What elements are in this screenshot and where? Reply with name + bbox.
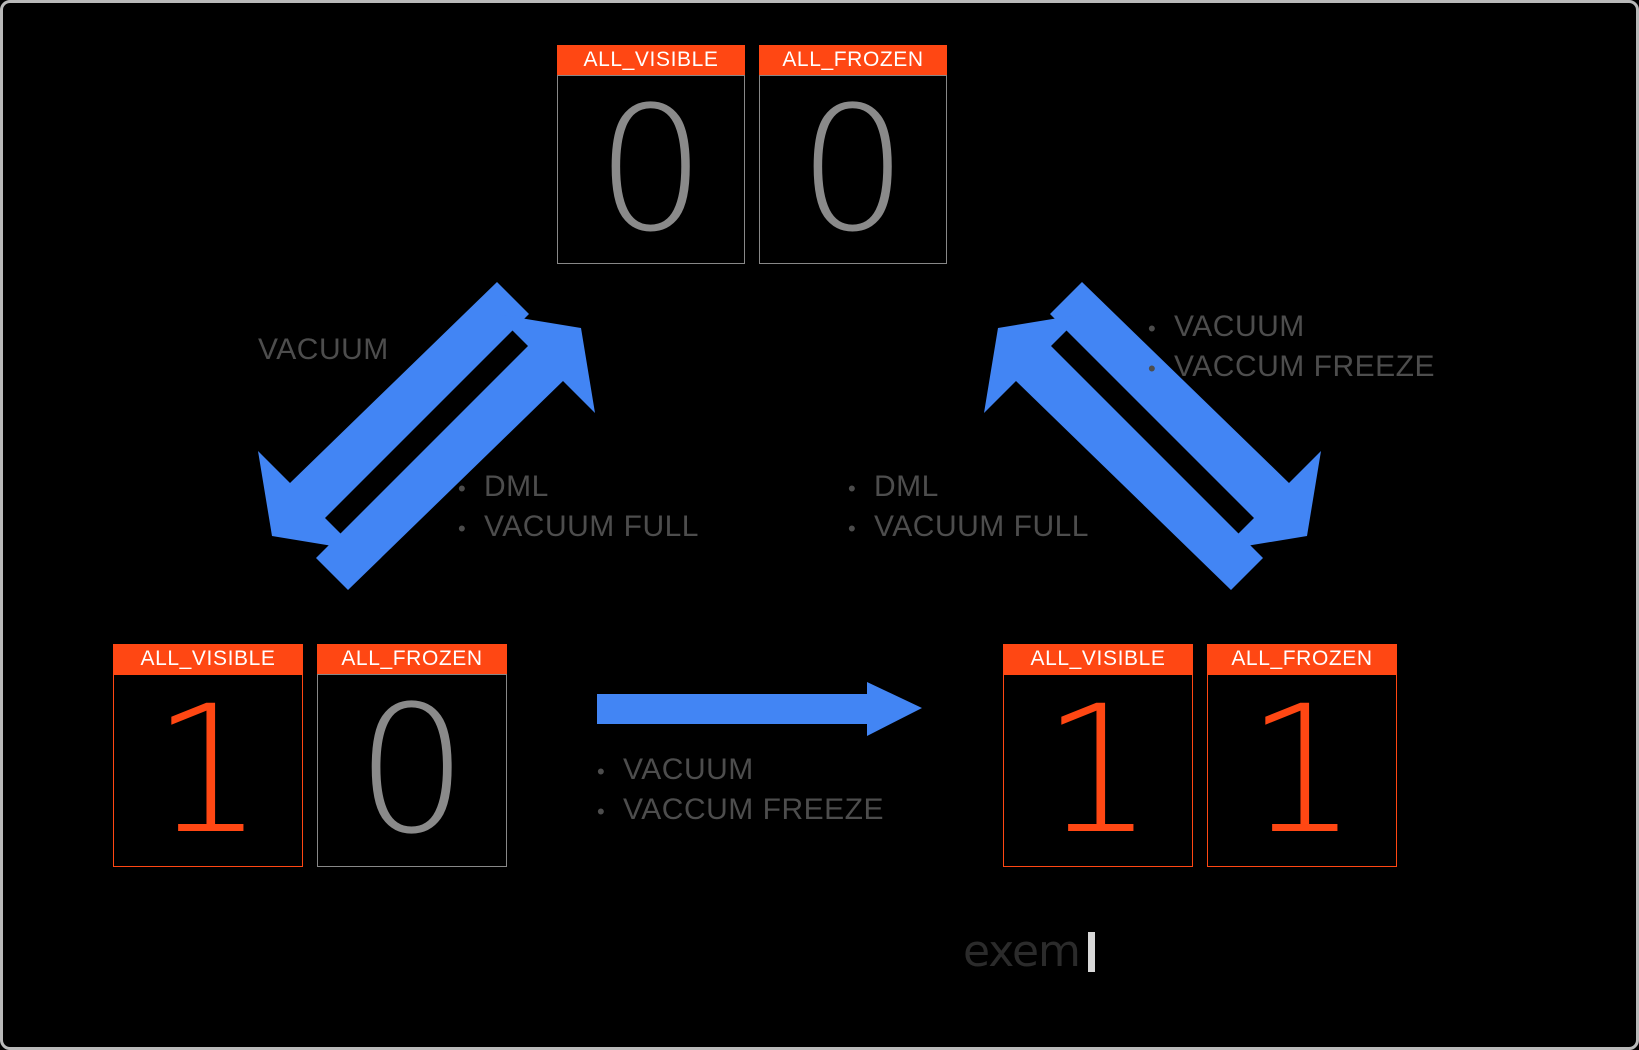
arrow-bottom-left-to-top [316,314,595,590]
list-item: • VACUUM [597,753,884,787]
label-right-vacuum-ops: • VACUUM • VACCUM FREEZE [1148,310,1435,390]
label-left-vacuum: VACUUM [258,333,389,366]
flag-value-all-frozen: 1 [1246,667,1358,873]
bullet-icon: • [458,476,467,501]
flag-header-all-visible: ALL_VISIBLE [557,45,745,75]
arrow-top-to-bottom-left [258,282,529,550]
flag-box-all-frozen: 1 [1207,674,1397,867]
bullet-icon: • [597,799,606,824]
flag-header-all-frozen: ALL_FROZEN [1207,644,1397,674]
flag-header-all-frozen: ALL_FROZEN [317,644,507,674]
flag-cell-all-visible: ALL_VISIBLE 1 [1003,644,1193,867]
list-item-label: VACUUM FULL [484,510,699,543]
list-item-label: VACUUM FULL [874,510,1089,543]
label-left-ops: • DML • VACUUM FULL [458,470,699,550]
flag-header-all-frozen: ALL_FROZEN [759,45,947,75]
cell-gap [303,644,317,867]
cell-gap [1193,644,1207,867]
flag-value-all-frozen: 0 [356,667,468,873]
list-item-label: VACUUM [1174,310,1305,343]
flag-cell-all-visible: ALL_VISIBLE 1 [113,644,303,867]
state-group-bottom-left: ALL_VISIBLE 1 ALL_FROZEN 0 [113,644,507,867]
bullet-icon: • [1148,356,1157,381]
flag-box-all-visible: 1 [1003,674,1193,867]
arrow-bottom-right-to-top [984,314,1263,590]
list-item-label: VACCUM FREEZE [623,793,884,826]
list-item: • VACCUM FREEZE [597,793,884,827]
flag-cell-all-visible: ALL_VISIBLE 0 [557,45,745,264]
flag-header-all-visible: ALL_VISIBLE [1003,644,1193,674]
label-center-ops: • VACUUM • VACCUM FREEZE [597,753,884,833]
bullet-icon: • [848,476,857,501]
label-right-ops: • DML • VACUUM FULL [848,470,1089,550]
flag-box-all-frozen: 0 [759,75,947,264]
flag-cell-all-frozen: ALL_FROZEN 0 [759,45,947,264]
flag-header-all-visible: ALL_VISIBLE [113,644,303,674]
list-item: • VACUUM FULL [458,510,699,544]
list-item-label: VACUUM [623,753,754,786]
flag-box-all-visible: 0 [557,75,745,264]
arrow-top-to-bottom-right [1050,282,1321,550]
logo-bar-icon [1087,932,1095,972]
exem-logo: exem [963,930,1095,974]
flag-cell-all-frozen: ALL_FROZEN 1 [1207,644,1397,867]
flag-box-all-visible: 1 [113,674,303,867]
bullet-icon: • [1148,316,1157,341]
list-item-label: DML [874,470,939,503]
cell-gap [745,45,759,264]
flag-box-all-frozen: 0 [317,674,507,867]
state-group-top: ALL_VISIBLE 0 ALL_FROZEN 0 [557,45,947,264]
list-item-label: VACCUM FREEZE [1174,350,1435,383]
logo-wordmark: exem [963,926,1081,977]
flag-value-all-visible: 1 [152,667,264,873]
state-group-bottom-right: ALL_VISIBLE 1 ALL_FROZEN 1 [1003,644,1397,867]
bullet-icon: • [597,759,606,784]
flag-cell-all-frozen: ALL_FROZEN 0 [317,644,507,867]
list-item: • VACUUM [1148,310,1435,344]
bullet-icon: • [848,516,857,541]
list-item-label: DML [484,470,549,503]
bullet-icon: • [458,516,467,541]
list-item: • VACCUM FREEZE [1148,350,1435,384]
list-item: • VACUUM FULL [848,510,1089,544]
flag-value-all-visible: 0 [596,68,706,270]
flag-value-all-visible: 1 [1042,667,1154,873]
list-item: • DML [848,470,1089,504]
list-item: • DML [458,470,699,504]
flag-value-all-frozen: 0 [798,68,908,270]
arrow-bottom-left-to-bottom-right [597,682,922,736]
